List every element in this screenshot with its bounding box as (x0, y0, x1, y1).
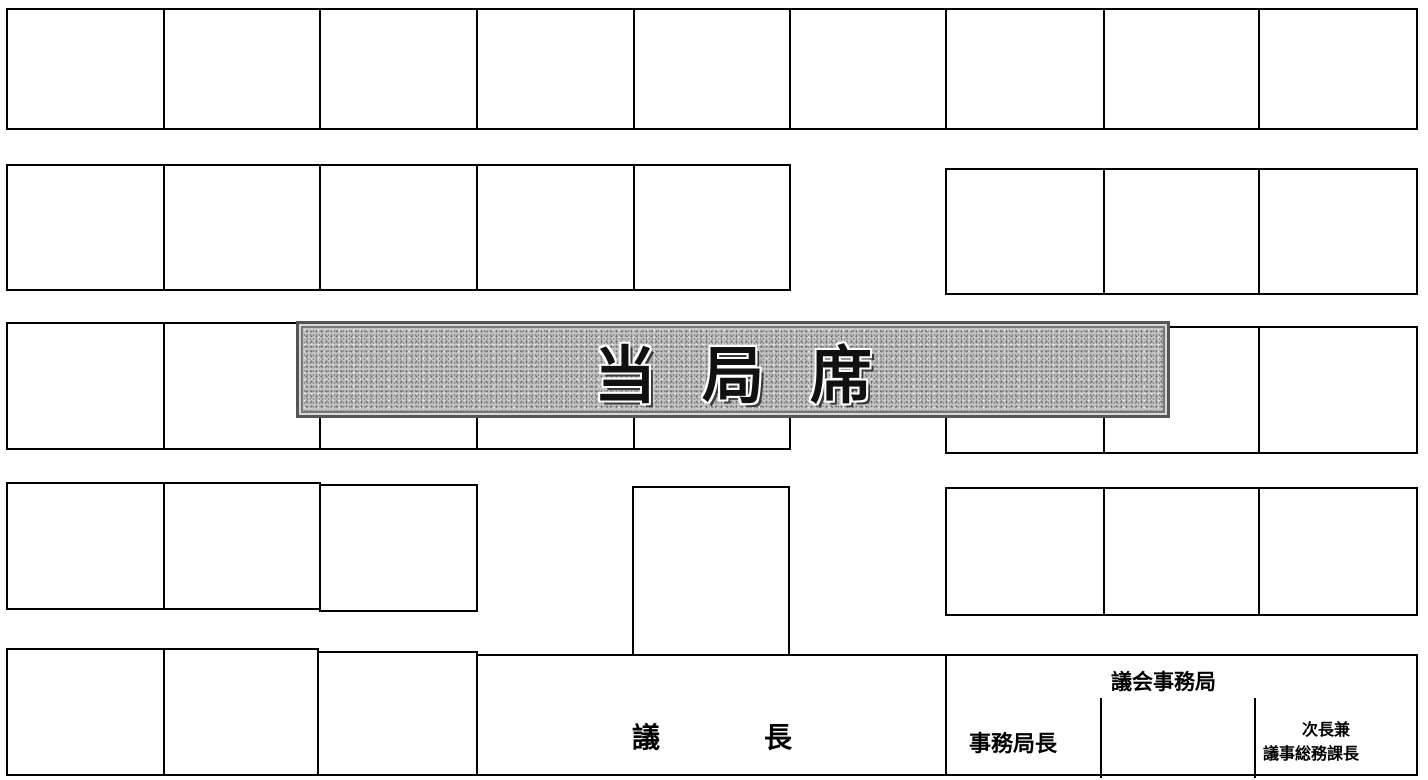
seat (163, 482, 321, 610)
director-label: 事務局長 (969, 732, 1058, 757)
seat (319, 164, 478, 291)
deputy-label-line2: 議事総務課長 (1263, 744, 1360, 763)
officials-seat-banner: 当局席 (296, 321, 1170, 418)
secretariat-label: 議会事務局 (1111, 670, 1216, 694)
seat (319, 484, 478, 612)
seat (945, 168, 1105, 295)
seat (945, 8, 1105, 130)
seat (317, 651, 478, 776)
podium-seat (632, 486, 790, 656)
chair-block: 議 長 (476, 654, 947, 776)
chair-label-2: 長 (764, 721, 793, 754)
seat (6, 648, 165, 776)
seat (6, 164, 165, 291)
chair-label-1: 議 (632, 721, 661, 754)
seat (163, 8, 321, 130)
seat (1258, 168, 1418, 295)
secretariat-divider (1254, 698, 1256, 778)
seat (1103, 168, 1260, 295)
seat (1258, 8, 1418, 130)
seat (633, 8, 791, 130)
seat (163, 648, 319, 776)
seat (163, 322, 321, 450)
seat (476, 164, 635, 291)
seat (163, 164, 321, 291)
seat (476, 8, 635, 130)
seat (633, 164, 791, 291)
seat (789, 8, 947, 130)
deputy-label-line1: 次長兼 (1302, 720, 1351, 739)
secretariat-block: 議会事務局 事務局長 次長兼 議事総務課長 (945, 654, 1418, 778)
seat (1103, 8, 1260, 130)
seat (1258, 487, 1418, 616)
seat (1103, 487, 1260, 616)
seat (1258, 326, 1418, 454)
seat (945, 487, 1105, 616)
seat (6, 8, 165, 130)
seat (6, 322, 165, 450)
secretariat-divider (1100, 698, 1102, 778)
banner-title: 当局席 (593, 338, 918, 412)
seat (319, 8, 478, 130)
seat (6, 482, 165, 610)
